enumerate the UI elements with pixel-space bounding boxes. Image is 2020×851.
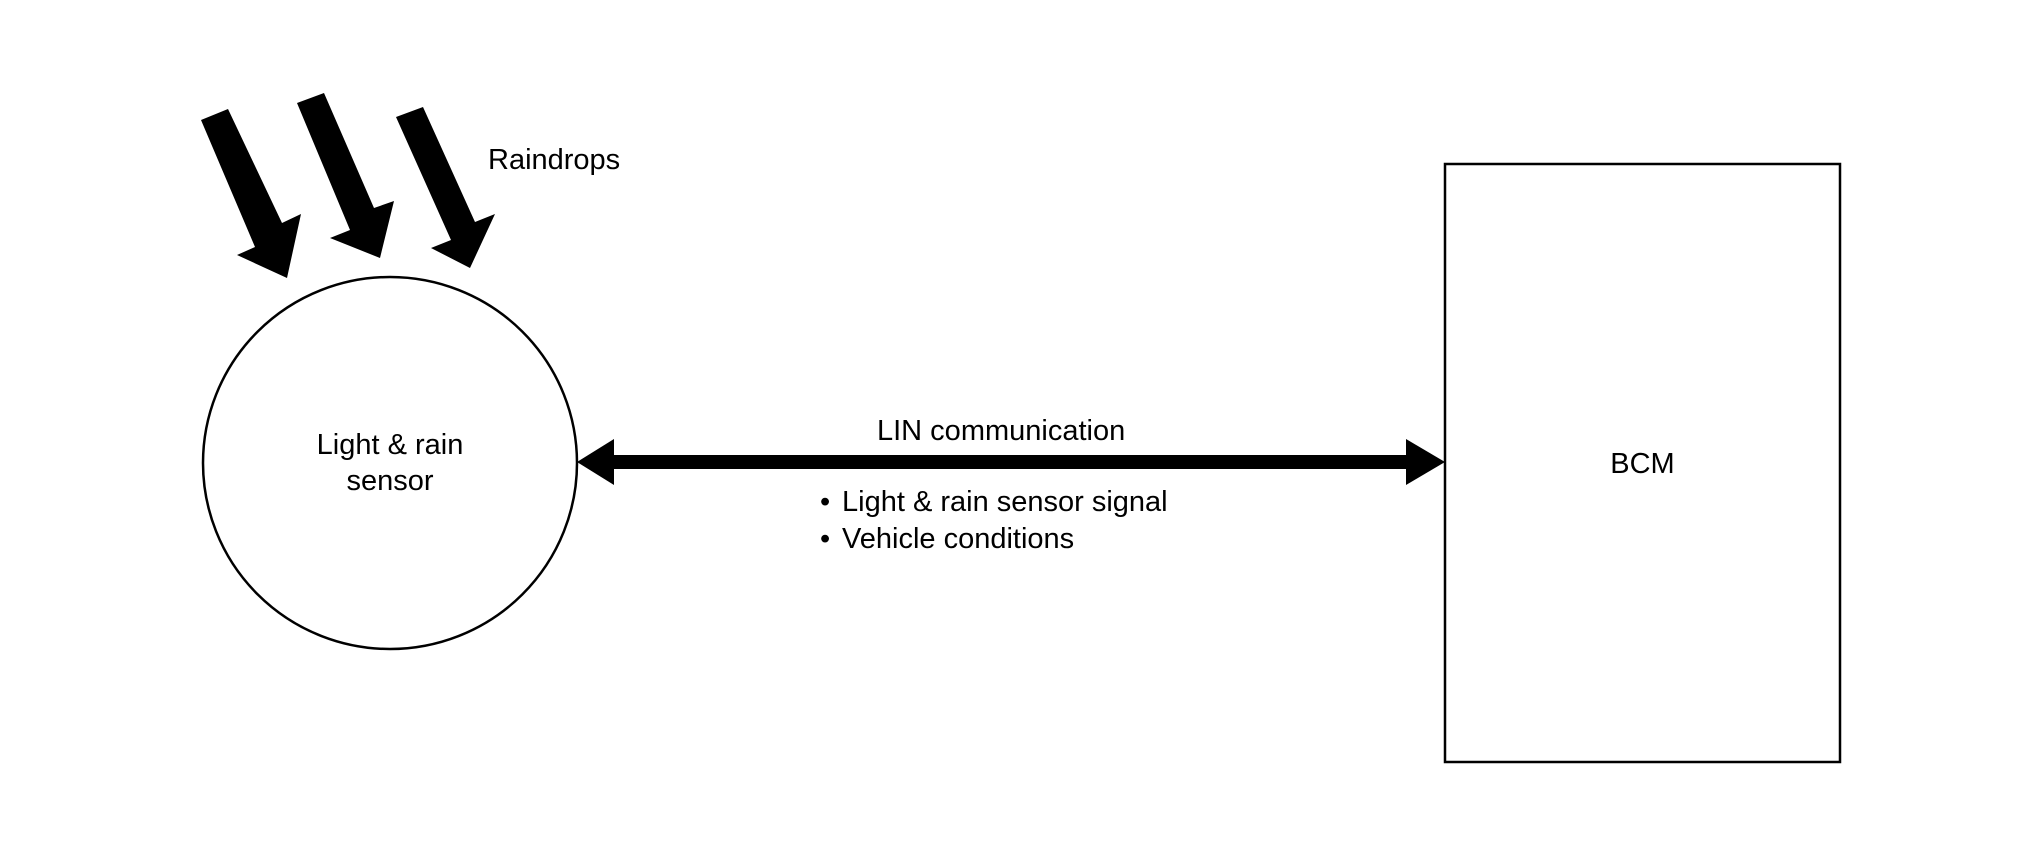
lin-arrow-head-right — [1406, 439, 1445, 485]
signal-list: • Light & rain sensor signal • Vehicle con… — [820, 484, 1168, 558]
sensor-circle — [201, 275, 579, 651]
raindrop-arrow-1 — [201, 109, 301, 278]
signal-list-item: • Vehicle conditions — [820, 521, 1168, 558]
raindrop-arrows — [201, 93, 495, 278]
lin-arrow-head-left — [577, 439, 614, 485]
raindrops-label: Raindrops — [488, 144, 621, 176]
raindrop-arrow-3 — [396, 107, 495, 268]
lin-communication-label: LIN communication — [877, 415, 1126, 447]
bcm-box — [1443, 162, 1842, 764]
signal-text: Light & rain sensor signal — [842, 486, 1168, 518]
raindrop-arrow-2 — [297, 93, 394, 258]
bullet-dot: • — [820, 523, 831, 555]
sensor-label-line-2: sensor — [346, 465, 434, 497]
sensor-label-line-1: Light & rain — [316, 429, 464, 461]
bcm-label: BCM — [1610, 448, 1675, 480]
signal-list-item: • Light & rain sensor signal — [820, 484, 1168, 521]
bullet-dot: • — [820, 486, 831, 518]
lin-double-arrow — [577, 439, 1445, 485]
lin-arrow-shaft — [610, 455, 1410, 469]
sensor-label: Light & rain sensor — [290, 427, 490, 499]
signal-text: Vehicle conditions — [842, 523, 1075, 555]
